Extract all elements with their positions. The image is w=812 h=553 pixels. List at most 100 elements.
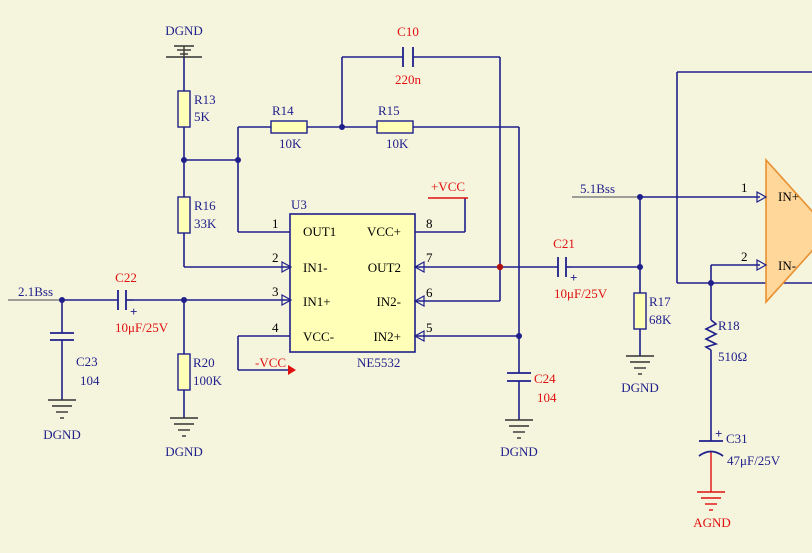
c31-ref: C31 [726, 431, 748, 446]
ic-part: NE5532 [357, 355, 400, 370]
ground-dgnd-c23: DGND [43, 399, 81, 442]
pin-arrow [413, 329, 425, 343]
amp-pin-name: IN- [778, 258, 796, 273]
r16-value: 33K [194, 216, 217, 231]
capacitor-c21: + C21 10μF/25V [553, 236, 608, 301]
pin-arrow [413, 260, 425, 274]
ground-dgnd-c24: DGND [500, 419, 538, 459]
pin-name: VCC+ [367, 224, 401, 239]
r13-value: 5K [194, 109, 211, 124]
c24-ref: C24 [534, 371, 556, 386]
wires [8, 56, 812, 492]
pin-arrow [756, 258, 768, 272]
r20-value: 100K [193, 373, 223, 388]
capacitor-c22: + C22 10μF/25V [115, 270, 169, 335]
resistor-r13: R13 5K [177, 90, 216, 128]
pin-number: 7 [426, 250, 433, 265]
ground-agnd: AGND [693, 491, 731, 530]
plus-vcc-label: +VCC [431, 179, 465, 194]
pin-arrow [756, 190, 768, 204]
pin-number: 4 [272, 320, 279, 335]
op-amp-right: 1 2 IN+ IN- [741, 157, 812, 305]
amp-pin-number: 1 [741, 180, 748, 195]
junction-red [496, 263, 504, 271]
pin-name: IN2+ [373, 329, 401, 344]
pin-number: 6 [426, 285, 433, 300]
junction [59, 297, 65, 303]
c10-ref: C10 [397, 24, 419, 39]
power-minus-vcc: -VCC [255, 355, 296, 375]
capacitor-c10: C10 220n [395, 24, 422, 87]
c21-value: 10μF/25V [554, 286, 608, 301]
capacitor-c31: + C31 47μF/25V [698, 426, 781, 468]
capacitor-c24: C24 104 [507, 371, 557, 405]
dgnd-label: DGND [43, 427, 81, 442]
pin-number: 5 [426, 320, 433, 335]
junction [516, 333, 522, 339]
pin-number: 8 [426, 216, 433, 231]
ground-dgnd-r20: DGND [165, 417, 203, 459]
dgnd-label: DGND [165, 23, 203, 38]
c10-value: 220n [395, 72, 422, 87]
c22-polarity: + [130, 304, 137, 319]
resistor-r18: R18 510Ω [704, 318, 747, 364]
power-plus-vcc: +VCC [428, 179, 468, 199]
junction [339, 124, 345, 130]
ground-dgnd-r17: DGND [621, 355, 659, 395]
pin-number: 3 [272, 284, 279, 299]
pin-name: IN2- [376, 294, 401, 309]
junction [637, 194, 643, 200]
capacitor-c23: C23 104 [50, 332, 100, 388]
pin-name: OUT2 [368, 260, 401, 275]
resistor-r15: R15 10K [376, 103, 414, 151]
r17-value: 68K [649, 312, 672, 327]
r17-ref: R17 [649, 294, 671, 309]
agnd-label: AGND [693, 515, 731, 530]
pin-name: IN1- [303, 260, 328, 275]
r20-ref: R20 [193, 355, 215, 370]
c31-value: 47μF/25V [727, 453, 781, 468]
junctions [59, 124, 714, 339]
dgnd-label: DGND [621, 380, 659, 395]
net-label-output: 5.1Bss [580, 181, 615, 196]
junction [637, 264, 643, 270]
r13-ref: R13 [194, 92, 216, 107]
ground-dgnd-top: DGND [165, 23, 203, 58]
r14-ref: R14 [272, 103, 294, 118]
resistor-r14: R14 10K [270, 103, 308, 151]
c21-polarity: + [570, 270, 577, 285]
r18-ref: R18 [718, 318, 740, 333]
pin-number: 1 [272, 216, 279, 231]
junction [181, 297, 187, 303]
r15-value: 10K [386, 136, 409, 151]
r16-ref: R16 [194, 198, 216, 213]
resistor-r17: R17 68K [633, 292, 672, 330]
junction [235, 157, 241, 163]
pin-name: VCC- [303, 329, 334, 344]
ic-u3: U3 NE5532 1 2 3 4 5 6 7 8 OUT1 IN1- IN1+… [272, 197, 433, 370]
pin-arrow [281, 293, 293, 307]
c23-ref: C23 [76, 354, 98, 369]
c31-polarity: + [715, 426, 722, 441]
resistor-r16: R16 33K [177, 196, 217, 234]
junction [181, 157, 187, 163]
pin-arrow [281, 260, 293, 274]
c24-value: 104 [537, 390, 557, 405]
amp-pin-number: 2 [741, 249, 748, 264]
minus-vcc-label: -VCC [255, 355, 286, 370]
dgnd-label: DGND [165, 444, 203, 459]
resistor-r20: R20 100K [177, 353, 223, 391]
r18-value: 510Ω [718, 349, 747, 364]
pin-name: IN1+ [303, 294, 331, 309]
r15-ref: R15 [378, 103, 400, 118]
pin-number: 2 [272, 250, 279, 265]
pin-name: OUT1 [303, 224, 336, 239]
c21-ref: C21 [553, 236, 575, 251]
c22-ref: C22 [115, 270, 137, 285]
r14-value: 10K [279, 136, 302, 151]
ic-ref: U3 [291, 197, 307, 212]
net-label-input: 2.1Bss [18, 284, 53, 299]
junction [708, 280, 714, 286]
c23-value: 104 [80, 373, 100, 388]
